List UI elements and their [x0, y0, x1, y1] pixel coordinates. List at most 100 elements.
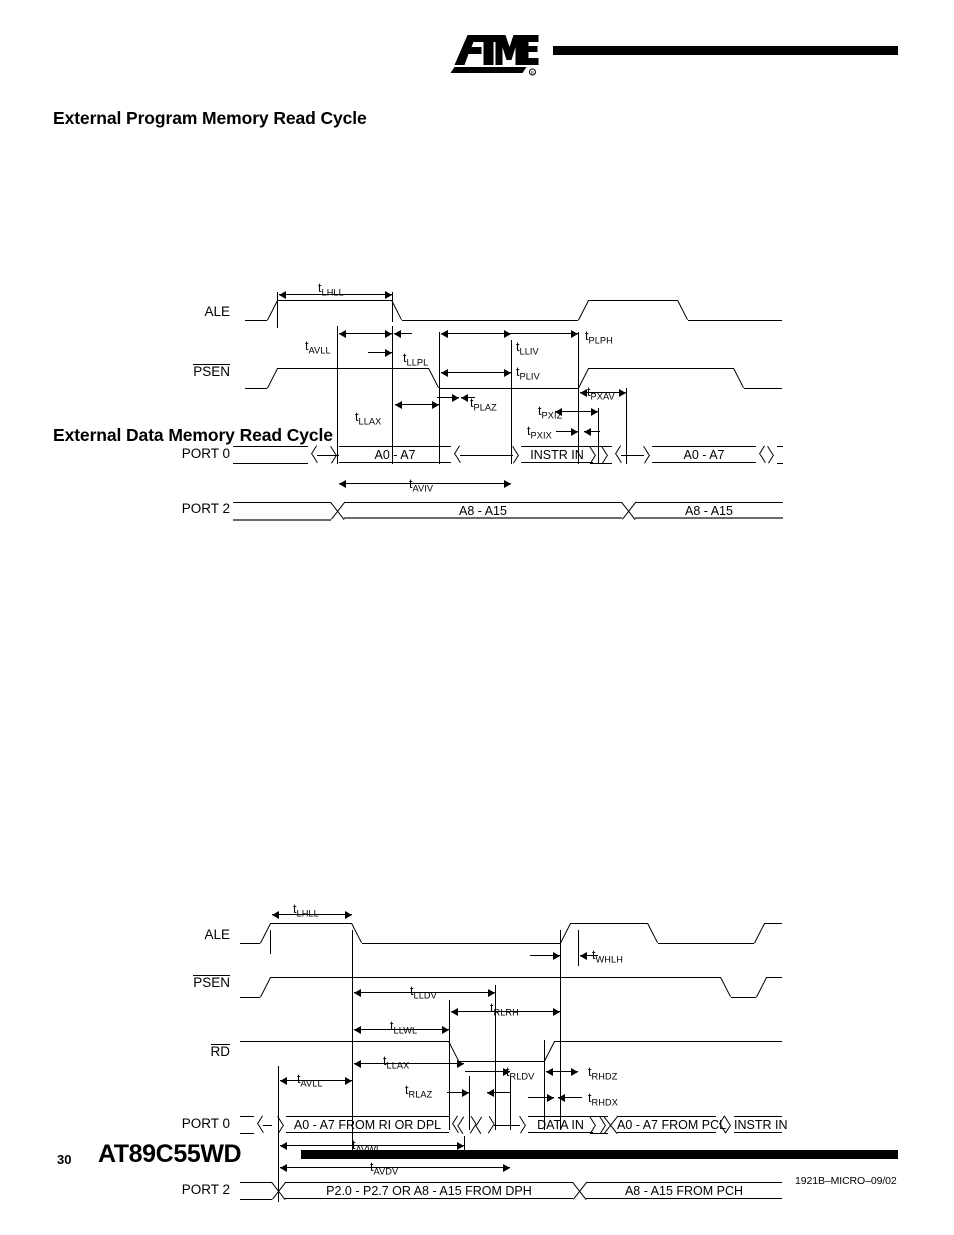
label2-t-whlh: tWHLH	[592, 948, 623, 965]
ale-fall-2	[677, 300, 689, 321]
p0-gap-2	[621, 454, 644, 456]
arrow-t-lhll	[279, 290, 392, 299]
arrow-t-llax	[395, 400, 439, 409]
signal-label-port2: PORT 2	[181, 501, 230, 516]
signal-label-port2-2: PORT 2	[181, 1182, 230, 1197]
svg-text:R: R	[531, 70, 534, 75]
p0-instr-tail-top	[590, 446, 612, 447]
bus-field-p2-addr-2: A8 - A15	[635, 502, 783, 519]
ale2-rise-2	[560, 923, 572, 944]
signal-label-ale-2: ALE	[204, 927, 230, 942]
d-p0-data-tail-bot	[590, 1133, 608, 1134]
bus-field-d-p2-pch: A8 - A15 FROM PCH	[586, 1182, 782, 1199]
label2-t-rhdx: tRHDX	[588, 1091, 618, 1108]
arrow2-t-llax	[354, 1059, 464, 1068]
label2-t-llwl: tLLWL	[390, 1019, 418, 1036]
d-p0-gap-0	[263, 1124, 272, 1126]
signal-label-psen-text: PSEN	[193, 364, 230, 379]
bus-field-p0-addr-2: A0 - A7	[652, 446, 756, 463]
label-t-pxiz: tPXIZ	[538, 404, 563, 421]
psen2-rise	[260, 977, 272, 998]
atmel-logo: R	[450, 35, 539, 76]
vref-pxav-end	[626, 388, 627, 464]
signal-label-port0-2: PORT 0	[181, 1116, 230, 1131]
timing-diagram-data-memory-read-cycle: ALE PSEN RD PORT 0 PORT 2	[0, 440, 954, 1202]
bus-field-d-p0-data: DATA IN	[528, 1116, 593, 1133]
page-number: 30	[57, 1152, 72, 1167]
vref2-rlaz	[469, 1076, 470, 1130]
label-t-llax: tLLAX	[355, 410, 382, 427]
label2-t-rldv: tRLDV	[506, 1065, 535, 1082]
arrow-t-pxav	[580, 388, 626, 397]
rd-rise	[544, 1041, 556, 1062]
arrow2-t-avdv	[280, 1163, 510, 1172]
ale2-rise-3	[754, 923, 766, 944]
page-header: R	[0, 0, 954, 95]
arrow-t-avll	[339, 329, 392, 338]
bus-text-d-p2-pch: A8 - A15 FROM PCH	[624, 1183, 744, 1198]
psen-fall-2	[733, 368, 745, 389]
p0-post-top	[777, 446, 783, 447]
arrow2-t-rldv-right	[487, 1088, 511, 1097]
ale2-fall-2	[647, 923, 659, 944]
bus-text-d-p2-dph: P2.0 - P2.7 OR A8 - A15 FROM DPH	[326, 1183, 532, 1198]
arrow2-t-rlaz	[447, 1088, 469, 1097]
bus-field-d-p0-addr-2: A0 - A7 FROM PCL	[617, 1116, 726, 1133]
psen-rise-1	[267, 368, 279, 389]
label-t-lliv: tLLIV	[516, 340, 539, 357]
ale-low-start	[245, 320, 267, 321]
signal-label-psen-2-text: PSEN	[193, 975, 230, 990]
rd-high-1	[240, 1041, 449, 1042]
ale2-low-mid	[362, 943, 560, 944]
signal-label-psen-2: PSEN	[120, 975, 230, 990]
p0-pre-top	[233, 446, 308, 447]
signal-label-rd-text: RD	[210, 1044, 230, 1059]
ale-high-2	[588, 300, 678, 301]
ale2-low-end	[658, 943, 754, 944]
psen2-high	[270, 977, 721, 978]
vref-lhll-end	[392, 292, 393, 322]
arrow-t-pliv	[441, 368, 511, 377]
vref2-ale-fall	[352, 930, 353, 1154]
signal-label-psen: PSEN	[120, 364, 230, 379]
p2-pre-bot	[233, 519, 331, 521]
d-p0-pre-top	[240, 1116, 254, 1117]
psen-low-start	[245, 388, 267, 389]
ale-high-1	[277, 300, 392, 301]
ale2-high-1	[270, 923, 352, 924]
arrow2-t-whlh-left	[530, 951, 560, 960]
bus-field-p2-addr-1: A8 - A15	[344, 502, 622, 519]
label2-t-rlaz: tRLAZ	[405, 1083, 433, 1100]
bus-text-d-p0-data: DATA IN	[537, 1117, 584, 1132]
vref-psen-fall	[439, 332, 440, 464]
bus-text-d-p0-instr: INSTR IN	[734, 1117, 788, 1132]
psen2-low-end	[731, 997, 756, 998]
label-t-pxav: tPXAV	[587, 385, 615, 402]
arrow-t-pxix-right	[584, 427, 600, 436]
bus-field-d-p2-dph: P2.0 - P2.7 OR A8 - A15 FROM DPH	[285, 1182, 573, 1199]
arrow-t-llpl-right	[394, 329, 412, 338]
signal-label-rd: RD	[120, 1044, 230, 1059]
vref2-rldv-start	[510, 1076, 511, 1130]
vref-ale-fall-long	[392, 326, 393, 464]
arrow2-t-avll	[280, 1076, 352, 1085]
p0-float-1	[460, 454, 513, 456]
psen-low-mid	[439, 388, 578, 389]
p0-instr-tail-bot	[590, 463, 612, 464]
timing-diagram-program-memory-read-cycle: ALE PSEN PORT 0 PORT 2	[0, 140, 954, 521]
arrow-t-pxiz	[555, 407, 598, 416]
arrow-t-plph	[441, 329, 578, 338]
vref-ale-rise	[277, 292, 278, 328]
label2-t-avdv: tAVDV	[370, 1160, 399, 1177]
footer-rule	[301, 1150, 898, 1159]
arrow2-t-whlh-right	[580, 951, 598, 960]
ale-rise-2	[578, 300, 590, 321]
psen-low-end	[744, 388, 782, 389]
arrow2-t-rhdx-left	[528, 1093, 554, 1102]
footer-doc-code: 1921B–MICRO–09/02	[795, 1175, 897, 1187]
label-t-avll: tAVLL	[305, 339, 331, 356]
arrow2-t-llwl	[354, 1025, 449, 1034]
d-p0-data-tail-top	[590, 1116, 608, 1117]
label-t-pliv: tPLIV	[516, 365, 540, 382]
